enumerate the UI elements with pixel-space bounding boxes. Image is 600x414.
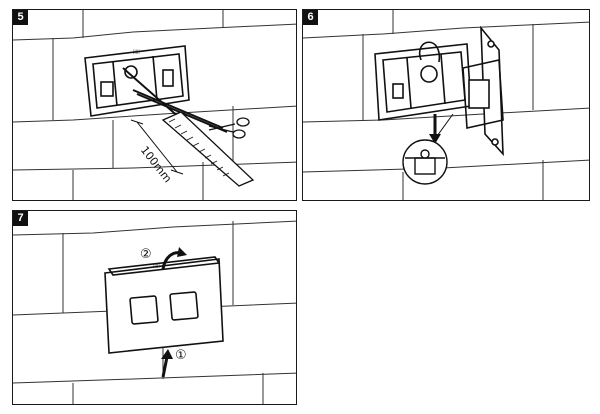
wall-tiles (13, 10, 296, 200)
rotate-arrow-icon (161, 247, 187, 270)
step-badge: 7 (13, 211, 28, 226)
cover-plate (104, 256, 224, 354)
measurement-label: 100mm (138, 144, 174, 185)
side-plate (462, 25, 504, 157)
panel-step-6: 6 (302, 9, 590, 201)
panel-step-5: ||||| (12, 9, 297, 201)
step-7-illustration: ||||| ② ① (13, 220, 296, 404)
step-6-illustration (303, 10, 589, 200)
plate-label: ||||| (153, 263, 160, 268)
cable-loop (418, 41, 441, 63)
step-badge: 5 (13, 10, 28, 25)
detail-magnifier (402, 113, 454, 185)
ruler (161, 111, 255, 187)
step-badge: 6 (303, 10, 318, 25)
step-marker-2: ② (140, 247, 152, 262)
panel-step-7: ||||| ② ① 7 (12, 210, 297, 405)
frame-label: ||||| (133, 49, 140, 54)
dimension-line (130, 119, 184, 175)
mounting-frame (374, 43, 472, 121)
step-5-illustration: ||||| (13, 10, 296, 200)
arrow-up-icon (161, 349, 173, 378)
step-marker-1: ① (175, 348, 187, 363)
scissors-icon (208, 117, 250, 139)
